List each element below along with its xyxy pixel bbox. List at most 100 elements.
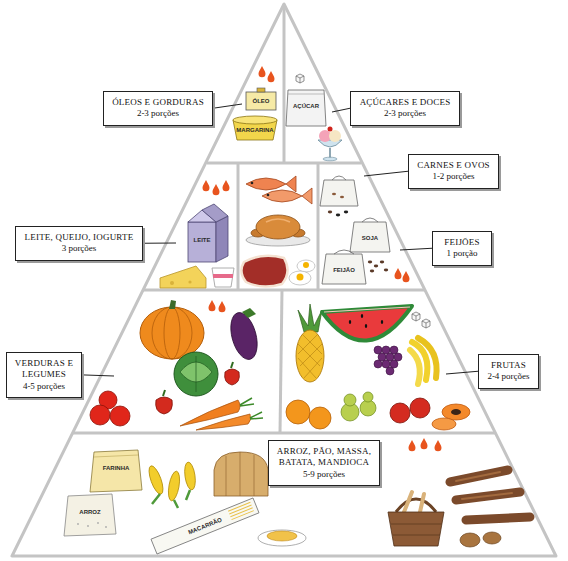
cabbage: [196, 356, 197, 392]
leader-line: [213, 104, 242, 108]
tomato: [110, 406, 130, 426]
fish: [262, 190, 302, 202]
bean-bag: [350, 222, 390, 252]
package-label: MARGARINA: [236, 127, 273, 133]
group-name: ARROZ, PÃO, MASSA, BATATA, MANDIOCA: [276, 446, 372, 469]
pepper: [225, 369, 240, 385]
bean-bag: [362, 218, 378, 222]
fish: [246, 176, 312, 204]
pumpkin: [140, 307, 204, 359]
leader-line: [400, 248, 432, 250]
papaya: [432, 418, 456, 430]
eggplant: [226, 310, 262, 363]
cassava: [456, 492, 520, 500]
roast-chicken: [256, 215, 300, 239]
grapes: [378, 353, 386, 361]
pear: [341, 392, 376, 421]
package-label: FEIJÃO: [333, 267, 355, 273]
potato: [460, 533, 480, 547]
food-group-box: LEITE, QUEIJO, IOGURTE3 porções: [15, 226, 143, 261]
pyramid-frame: [12, 4, 556, 556]
bean-bag: [320, 176, 390, 284]
fat-drop: [409, 440, 416, 451]
package-label: LEITE: [193, 237, 210, 243]
grapes: [374, 346, 402, 375]
pear: [344, 394, 356, 406]
milk-carton: [188, 204, 228, 262]
ice-cream-sundae: [323, 157, 337, 161]
sugar-cube: [412, 312, 420, 321]
food-group-box: VERDURAS E LEGUMES4-5 porções: [6, 352, 82, 398]
cheese: [160, 266, 206, 288]
pyramid-frame: [237, 163, 240, 290]
potato: [460, 532, 501, 547]
group-name: FEIJÕES: [440, 237, 484, 248]
papaya: [432, 404, 470, 430]
rice-bag: [105, 526, 107, 528]
leader-line: [143, 243, 176, 244]
group-name: CARNES E OVOS: [416, 160, 491, 171]
flour-bag: [90, 450, 142, 492]
fat-drop: [209, 300, 216, 311]
yogurt-cup: [212, 268, 234, 287]
fried-egg: [289, 260, 315, 285]
steak: [241, 256, 287, 287]
bread-basket: [391, 524, 442, 535]
sugar-bag: [286, 90, 326, 126]
serving-count: 2-4 porções: [486, 371, 531, 382]
oil-can: [246, 92, 276, 110]
serving-count: 4-5 porções: [14, 381, 74, 392]
carrot: [240, 398, 263, 419]
group-name: ÓLEOS E GORDURAS: [111, 97, 205, 108]
beans: [328, 211, 332, 214]
fat-drop: [219, 301, 226, 312]
sugar-bag: [286, 90, 326, 126]
fried-egg: [303, 262, 309, 268]
grapes: [390, 360, 398, 368]
grapes: [374, 346, 382, 354]
pineapple: [296, 330, 324, 382]
beans: [374, 265, 378, 268]
yogurt-cup: [213, 274, 233, 278]
serving-count: 2-3 porções: [358, 108, 452, 119]
grapes: [394, 353, 402, 361]
pear: [363, 392, 373, 402]
roast-chicken: [266, 219, 290, 222]
bean-bag: [320, 180, 358, 206]
bean-bag: [334, 250, 354, 254]
package-label: ÓLEO: [252, 98, 269, 104]
watermelon: [322, 306, 412, 341]
beans: [384, 269, 388, 272]
bean-bag: [332, 176, 346, 180]
group-name: VERDURAS E LEGUMES: [14, 358, 74, 381]
milk-carton: [202, 204, 228, 222]
potato: [483, 532, 501, 544]
sugar-cube: [296, 74, 304, 83]
banana: [410, 338, 437, 384]
pasta-plate: [258, 530, 306, 546]
pyramid-frame: [317, 163, 320, 290]
fried-egg: [297, 274, 304, 281]
pumpkin: [152, 307, 192, 359]
pyramid-frame: [283, 6, 286, 163]
group-name: AÇÚCARES E DOCES: [358, 97, 452, 108]
cabbage: [174, 352, 218, 396]
margarine-tub: [233, 116, 277, 124]
watermelon: [365, 324, 367, 328]
bread-basket: [404, 492, 424, 512]
spaghetti-package: [151, 498, 259, 554]
rice-bag: [87, 525, 89, 527]
apple: [410, 398, 430, 418]
cheese: [160, 266, 206, 288]
bread: [214, 452, 268, 496]
ice-cream-sundae: [318, 140, 342, 147]
serving-count: 5-9 porções: [276, 469, 372, 480]
beans: [328, 193, 388, 273]
orange: [286, 400, 331, 429]
pineapple: [296, 304, 324, 382]
eggplant: [242, 308, 256, 318]
food-group-box: FRUTAS2-4 porções: [478, 354, 539, 389]
apple: [390, 403, 410, 423]
ice-cream-sundae: [318, 127, 342, 161]
watermelon: [324, 307, 410, 312]
